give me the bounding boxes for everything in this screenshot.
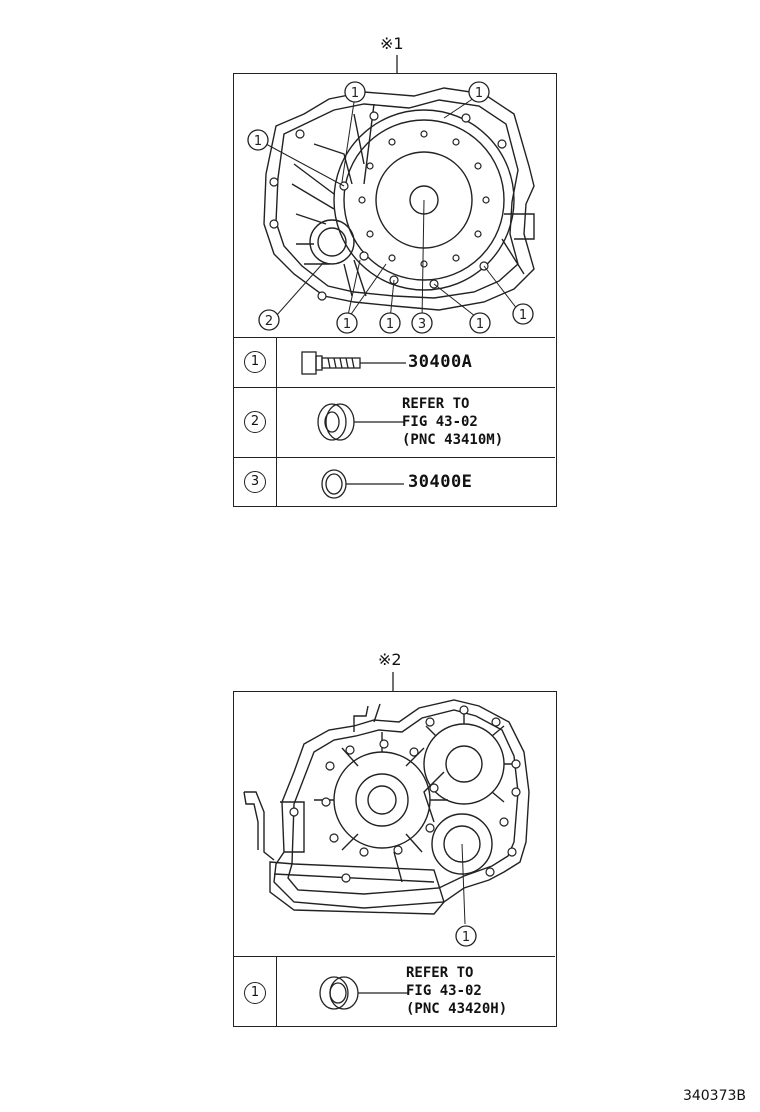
svg-text:1: 1 bbox=[386, 317, 394, 332]
diagram-1-frame: 1 1 1 2 1 1 3 1 1 1 30400A 2 bbox=[233, 73, 557, 507]
parts-row-1: 1 30400A bbox=[234, 337, 555, 387]
parts-row-3: 3 30400E bbox=[234, 457, 555, 506]
callout-1-bottom-c: 1 bbox=[469, 312, 491, 334]
callout-1-bottom-a: 1 bbox=[336, 312, 358, 334]
parts-row-1: 1 REFER TO FIG 43-02 (PNC 43420H) bbox=[234, 956, 555, 1026]
callout-3: 3 bbox=[411, 312, 433, 334]
variant-mark-1: ※1 bbox=[380, 34, 404, 53]
figure-id: 340373B bbox=[682, 1088, 746, 1104]
callout-1-left: 1 bbox=[247, 129, 269, 151]
svg-text:1: 1 bbox=[254, 134, 262, 149]
oil-seal-icon bbox=[319, 976, 408, 1010]
callout-1-bottom-b: 1 bbox=[379, 312, 401, 334]
svg-text:1: 1 bbox=[343, 317, 351, 332]
key-callout: 1 bbox=[244, 982, 266, 1004]
key-callout: 1 bbox=[244, 351, 266, 373]
svg-text:1: 1 bbox=[476, 317, 484, 332]
key-callout: 2 bbox=[244, 411, 266, 433]
svg-text:1: 1 bbox=[519, 308, 527, 323]
key-callout: 3 bbox=[244, 471, 266, 493]
variant-mark-1-leader bbox=[396, 55, 398, 74]
parts-row-2: 2 REFER TO FIG 43-02 (PNC 43410M) bbox=[234, 387, 555, 457]
svg-text:1: 1 bbox=[462, 930, 470, 945]
svg-text:1: 1 bbox=[351, 86, 359, 101]
variant-mark-2-leader bbox=[392, 672, 394, 692]
callout-1-seal: 1 bbox=[455, 925, 477, 947]
callout-1-top-right: 1 bbox=[468, 81, 490, 103]
part-number: 30400A bbox=[408, 352, 473, 372]
transaxle-rear-view: 1 bbox=[243, 699, 530, 947]
svg-text:1: 1 bbox=[475, 86, 483, 101]
callout-1-bottom-d: 1 bbox=[512, 303, 534, 325]
part-number: 30400E bbox=[408, 472, 473, 492]
refer-note: REFER TO FIG 43-02 (PNC 43420H) bbox=[406, 965, 508, 1017]
bolt-icon bbox=[301, 351, 406, 375]
oil-seal-icon bbox=[317, 403, 404, 441]
variant-mark-2: ※2 bbox=[378, 650, 402, 669]
diagram-2-frame: 1 1 REFER TO FIG 43-02 (PNC 43420H) bbox=[233, 691, 557, 1027]
callout-2: 2 bbox=[258, 309, 280, 331]
callout-1-top: 1 bbox=[344, 81, 366, 103]
refer-note: REFER TO FIG 43-02 (PNC 43410M) bbox=[402, 396, 504, 448]
transaxle-front-view: 1 1 1 2 1 1 3 1 1 bbox=[247, 81, 535, 334]
svg-text:3: 3 bbox=[418, 317, 426, 332]
gasket-ring-icon bbox=[321, 469, 404, 499]
svg-text:2: 2 bbox=[265, 314, 273, 329]
